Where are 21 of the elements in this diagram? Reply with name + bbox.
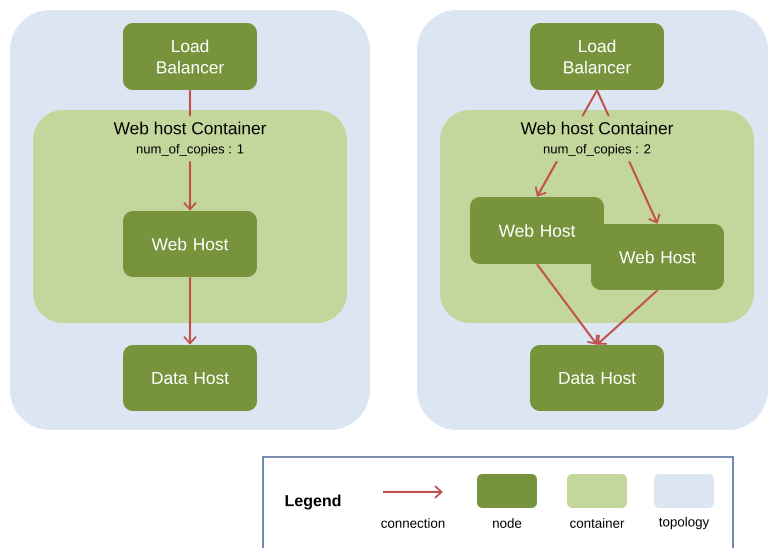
legend-label: container — [570, 518, 624, 528]
node-box: Web Host — [470, 197, 604, 264]
node-box: Data Host — [123, 345, 257, 411]
container-title: Web host Container — [518, 116, 676, 140]
node-box: Web Host — [123, 211, 257, 277]
legend-title: Legend — [286, 494, 340, 510]
arrow — [597, 289, 658, 345]
node-label: Web Host — [498, 224, 576, 237]
node-box: Load Balancer — [123, 23, 257, 90]
legend-label: connection — [381, 518, 444, 528]
copies-label: num_of_copies : 2 — [540, 138, 654, 162]
node-box: Web Host — [591, 224, 724, 290]
legend-label: node — [493, 518, 522, 528]
container-title: Web host Container — [110, 116, 270, 140]
copies-label: num_of_copies : 1 — [133, 138, 247, 162]
node-box: Data Host — [530, 345, 664, 411]
legend-label: topology — [659, 516, 710, 530]
node-label: Web Host — [619, 250, 696, 264]
arrow — [183, 277, 197, 345]
node-box: Load Balancer — [530, 23, 664, 90]
arrow — [536, 264, 598, 345]
